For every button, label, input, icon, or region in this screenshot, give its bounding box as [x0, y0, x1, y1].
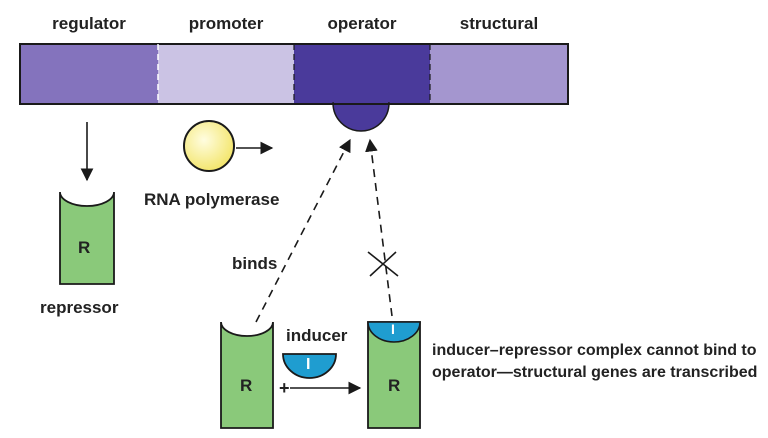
promoter-segment — [158, 44, 294, 104]
blocked-binding-arrow — [365, 138, 393, 317]
blocked-x-icon — [367, 251, 399, 277]
complex-explanation-text: inducer–repressor complex cannot bind to… — [432, 342, 758, 381]
promoter-label: promoter — [188, 14, 264, 33]
repressor-letter: R — [240, 376, 253, 395]
operator-label: operator — [327, 14, 397, 33]
regulator-label: regulator — [52, 14, 126, 33]
rna-polymerase-label: RNA polymerase — [144, 190, 280, 209]
rna-polymerase-icon — [183, 120, 235, 172]
repressor-before-binding-shape — [220, 321, 274, 429]
binds-label: binds — [232, 254, 278, 273]
plus-sign: + — [279, 378, 290, 398]
inducer-label: inducer — [286, 326, 348, 345]
repressor-protein-shape — [59, 191, 115, 285]
bound-inducer-letter: I — [391, 321, 395, 337]
operator-binding-site — [332, 102, 390, 132]
inducer-letter: I — [306, 356, 311, 373]
structural-label: structural — [459, 14, 539, 33]
structural-gene-segment — [430, 44, 568, 104]
bound-inducer-shape — [367, 321, 421, 343]
binds-arrow — [255, 138, 351, 323]
repressor-label: repressor — [40, 298, 119, 317]
regulator-gene-segment — [20, 44, 158, 104]
complex-repressor-letter: R — [388, 376, 401, 395]
operator-segment — [294, 44, 430, 104]
inducer-molecule-shape — [282, 353, 337, 379]
repressor-letter: R — [78, 238, 91, 257]
